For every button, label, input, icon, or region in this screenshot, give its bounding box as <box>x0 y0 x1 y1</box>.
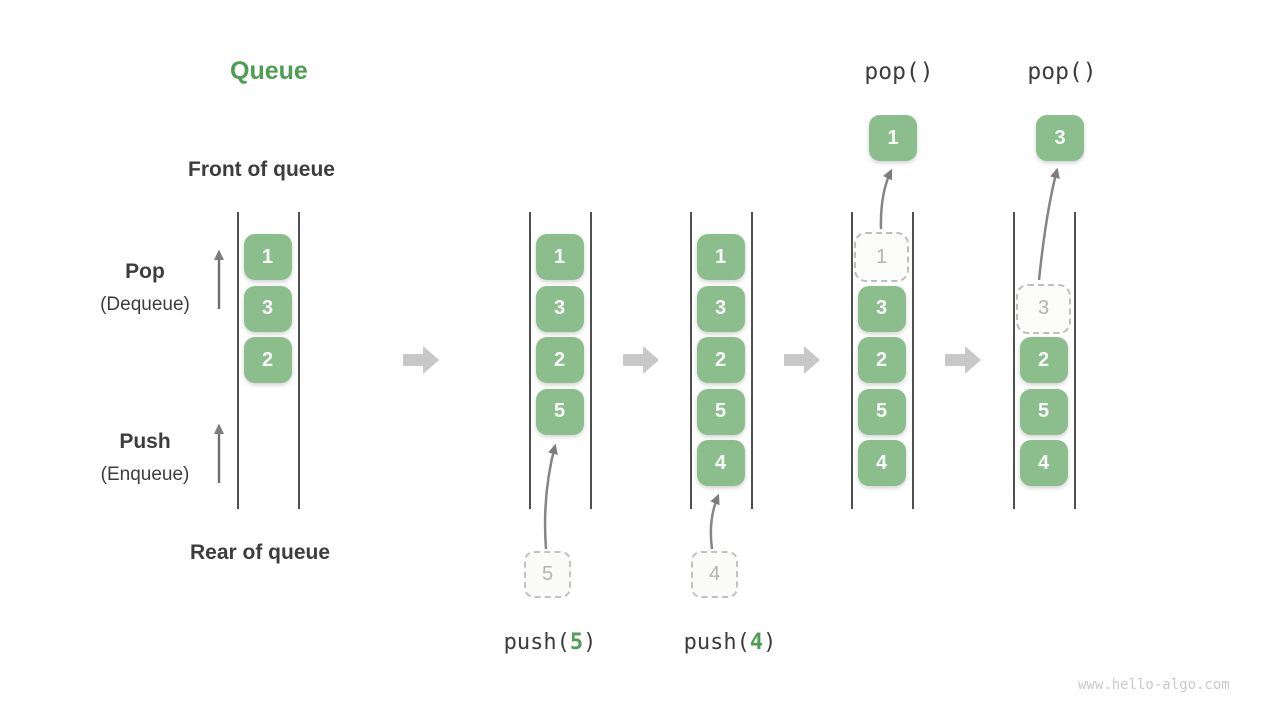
queue-cell: 5 <box>535 388 584 435</box>
push-4-flow-arrow-icon <box>709 493 720 550</box>
queue-cell: 5 <box>1019 388 1068 435</box>
queue-cell: 2 <box>243 337 292 384</box>
queue-cell: 1 <box>243 234 292 280</box>
popped-cell-placeholder: 1 <box>854 232 909 282</box>
rear-of-queue-label: Rear of queue <box>190 541 331 564</box>
watermark: www.hello-algo.com <box>1078 677 1230 693</box>
diagram-title: Queue <box>230 57 308 85</box>
enqueue-alias-label: (Enqueue) <box>100 464 190 485</box>
queue-rail-right <box>912 212 914 509</box>
popped-value-box: 1 <box>869 115 917 161</box>
pop-label-group: Pop (Dequeue) <box>60 260 230 316</box>
push-operation-label: push(4) <box>684 630 777 655</box>
queue-cell: 4 <box>696 440 745 487</box>
pop-1-flow-arrow-icon <box>879 168 893 230</box>
queue-cell: 3 <box>243 285 292 332</box>
push-label-function: push( <box>683 630 750 655</box>
queue-rail-left <box>690 212 692 509</box>
queue-rail-right <box>590 212 592 509</box>
queue-cell: 2 <box>857 337 906 384</box>
queue-cell: 2 <box>535 337 584 384</box>
pop-operation-label: pop() <box>1027 59 1097 85</box>
queue-cell: 3 <box>535 285 584 332</box>
queue-rail-right <box>298 212 300 509</box>
queue-cell: 3 <box>696 285 745 332</box>
queue-cell: 4 <box>1019 440 1068 487</box>
push-label: Push <box>119 430 171 453</box>
push-label-close: ) <box>763 630 777 655</box>
pop-operation-label: pop() <box>864 59 934 85</box>
dequeue-alias-label: (Dequeue) <box>100 294 190 315</box>
front-of-queue-label: Front of queue <box>188 158 335 181</box>
push-label-group: Push (Enqueue) <box>60 430 230 486</box>
queue-cell: 1 <box>696 234 745 280</box>
pop-3-flow-arrow-icon <box>1037 167 1060 281</box>
queue-rail-left <box>1013 212 1015 509</box>
pop-label: Pop <box>125 260 165 283</box>
incoming-value-box: 5 <box>524 551 571 598</box>
queue-cell: 2 <box>696 337 745 384</box>
queue-rail-left <box>237 212 239 509</box>
popped-cell-placeholder: 3 <box>1016 283 1071 334</box>
queue-cell: 4 <box>857 440 906 487</box>
push-label-close: ) <box>583 630 597 655</box>
state-transition-arrow-icon <box>403 346 439 374</box>
push-5-flow-arrow-icon <box>543 443 558 550</box>
queue-cell: 2 <box>1019 337 1068 384</box>
state-transition-arrow-icon <box>945 346 981 374</box>
push-label-argument: 4 <box>749 630 764 655</box>
queue-cell: 5 <box>696 388 745 435</box>
queue-cell: 5 <box>857 388 906 435</box>
push-operation-label: push(5) <box>504 630 597 655</box>
queue-cell: 1 <box>535 234 584 280</box>
popped-value-box: 3 <box>1036 115 1084 161</box>
queue-rail-right <box>751 212 753 509</box>
incoming-value-box: 4 <box>691 551 738 598</box>
queue-cell: 3 <box>857 285 906 332</box>
queue-rail-left <box>851 212 853 509</box>
queue-rail-left <box>529 212 531 509</box>
queue-rail-right <box>1074 212 1076 509</box>
state-transition-arrow-icon <box>784 346 820 374</box>
push-label-argument: 5 <box>569 630 584 655</box>
push-label-function: push( <box>503 630 570 655</box>
state-transition-arrow-icon <box>623 346 659 374</box>
